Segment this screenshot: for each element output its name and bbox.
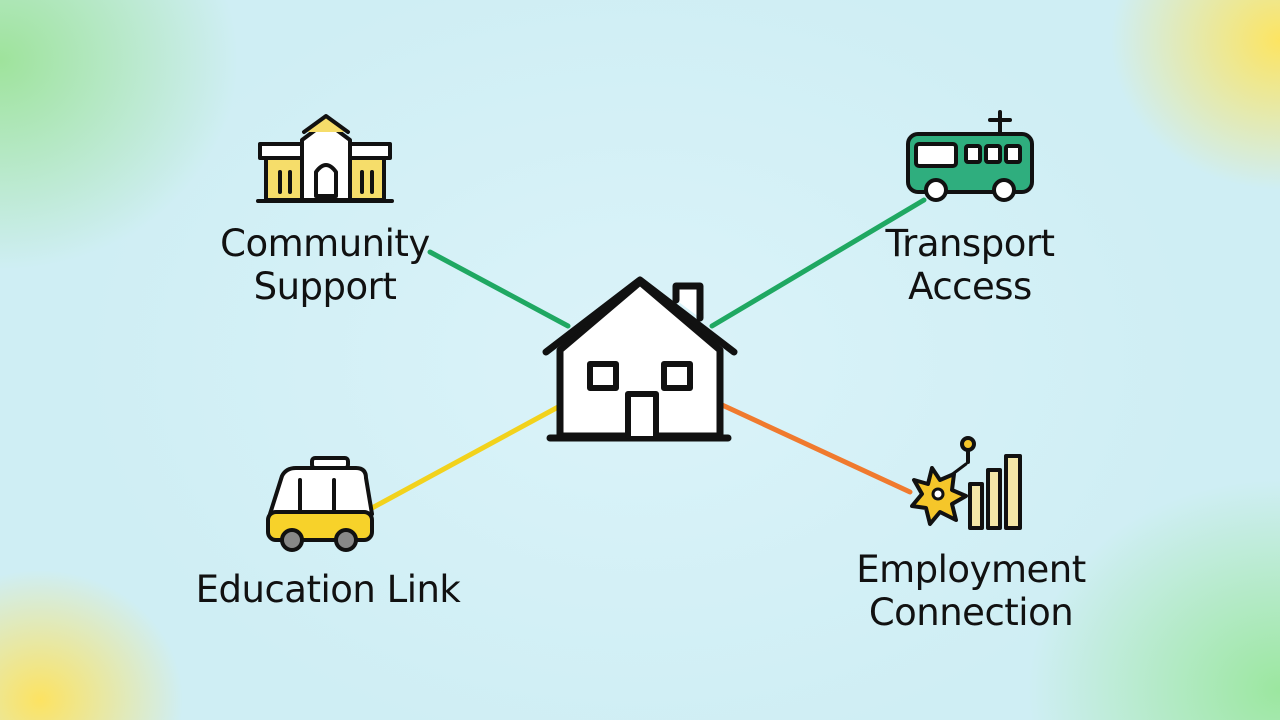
house-icon — [542, 276, 738, 442]
link-education — [369, 403, 563, 511]
label-employment-connection: Employment Connection — [846, 548, 1096, 634]
school-bus-icon — [266, 456, 374, 552]
link-transport — [709, 197, 927, 329]
growth-chart-icon — [910, 436, 1022, 530]
link-employment — [717, 401, 913, 495]
label-line: Transport — [885, 222, 1055, 265]
label-line: Support — [253, 265, 397, 308]
label-line: Connection — [868, 591, 1074, 634]
label-transport-access: Transport Access — [860, 222, 1080, 308]
community-building-icon — [256, 114, 394, 203]
label-line: Education Link — [195, 568, 461, 611]
label-community-support: Community Support — [210, 222, 440, 308]
bus-icon — [906, 110, 1034, 202]
label-education-link: Education Link — [186, 568, 470, 611]
label-line: Access — [908, 265, 1032, 308]
label-line: Community — [220, 222, 430, 265]
link-community — [427, 249, 571, 329]
label-line: Employment — [856, 548, 1086, 591]
